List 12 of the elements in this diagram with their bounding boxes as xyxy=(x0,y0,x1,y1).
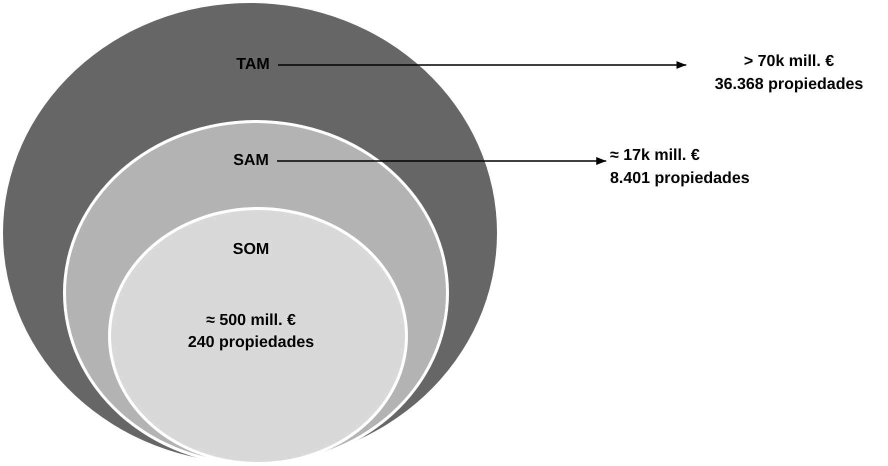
arrow xyxy=(276,157,606,165)
value-text: 36.368 propiedades xyxy=(714,75,864,95)
arrow xyxy=(278,61,686,69)
value-text: 240 propiedades xyxy=(188,333,314,353)
value-text: ≈ 500 mill. € xyxy=(206,311,296,331)
circle-label: TAM xyxy=(236,55,270,75)
value-text: ≈ 17k mill. € xyxy=(610,146,700,166)
value-text: > 70k mill. € xyxy=(744,52,834,72)
market-circle xyxy=(0,0,500,466)
circle-label: SAM xyxy=(233,151,269,171)
value-text: 8.401 propiedades xyxy=(610,169,750,189)
circle-label: SOM xyxy=(232,240,270,260)
